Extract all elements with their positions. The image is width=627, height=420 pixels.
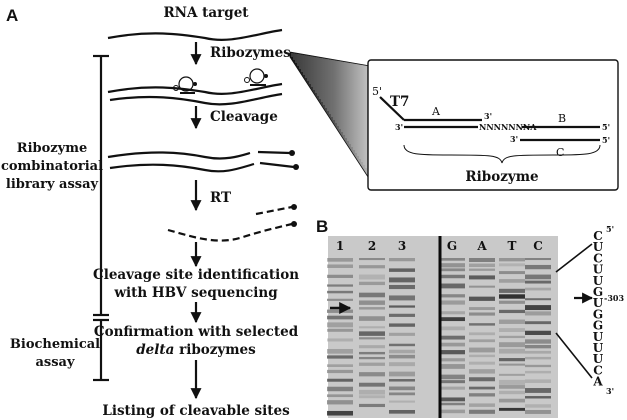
cdna-end-dot (291, 204, 297, 210)
rna-with-ribozymes-upper (107, 82, 283, 95)
panel-b-label: B (316, 217, 328, 236)
cleaved-fragment-upper (257, 150, 291, 155)
fragment-end-dot (293, 164, 299, 170)
identification-label-line2: with HBV sequencing (113, 285, 278, 301)
cleaved-strand-lower (109, 162, 255, 173)
strand-c-3prime: 3' (510, 134, 518, 144)
sequence-base: G (593, 285, 603, 299)
confirmation-label-line2: delta ribozymes (136, 342, 256, 358)
sequence-callout-top (555, 243, 593, 273)
ribozyme-construct-inset: 5' T7 A 3' 3' NNNNNNNA B 5' 3' C 5' Ribo… (367, 59, 619, 191)
strand-c-5prime: 5' (602, 135, 610, 145)
sequence-3prime: 3' (606, 386, 614, 396)
ribozymes-label: Ribozymes (210, 45, 291, 61)
t7-5prime-label: 5' (372, 85, 382, 98)
sequence-base: U (593, 352, 604, 366)
sequence-base: G (593, 307, 603, 321)
sequencing-gel (327, 236, 558, 418)
combinatorial-label-line2: combinatorial (1, 159, 103, 174)
combinatorial-label-line3: library assay (6, 177, 99, 192)
cdna-lower (167, 222, 293, 242)
identification-label-line1: Cleavage site identification (93, 267, 299, 283)
delta-word: delta (136, 342, 174, 358)
bound-ribozyme-icon (173, 76, 197, 94)
cleavage-label: Cleavage (210, 109, 278, 125)
cdna-upper (255, 205, 293, 216)
sequence-base: C (593, 229, 603, 243)
strand-a-label: A (431, 105, 441, 118)
gel-lane-label: 3 (398, 239, 406, 253)
gel-lane-label: 1 (336, 239, 344, 253)
strand-b-5prime: 5' (602, 122, 610, 132)
biochemical-bracket (93, 318, 109, 382)
linker-sequence: NNNNNNNA (479, 122, 537, 132)
gel-lane-label: A (476, 239, 487, 253)
sequence-callout-bottom (555, 332, 593, 379)
rna-with-ribozymes-lower (109, 92, 283, 106)
sequence-5prime: 5' (606, 224, 614, 234)
t7-promoter-strand (379, 96, 405, 121)
gel-lane-labels: 1 2 3 G A T C (336, 239, 543, 253)
listing-label: Listing of cleavable sites (102, 403, 290, 419)
cleaved-strand-upper (107, 151, 251, 160)
fragment-end-dot (289, 150, 295, 156)
confirmation-label-line1: Confirmation with selected (94, 324, 299, 340)
strand-b-label: B (558, 112, 566, 125)
t7-label: T7 (390, 94, 409, 110)
combinatorial-bracket (93, 54, 109, 317)
sequence-base: U (593, 330, 604, 344)
gel-lane-label: T (508, 239, 517, 253)
sequence-base: U (593, 240, 604, 254)
combinatorial-label-line1: Ribozyme (17, 141, 87, 156)
sequence-base: C (593, 251, 603, 265)
cleaved-fragment-lower (259, 161, 295, 169)
sequence-base: G (593, 319, 603, 333)
rna-target-label: RNA target (163, 5, 249, 21)
site-303-label: -303 (604, 293, 624, 303)
rt-label: RT (210, 190, 231, 206)
biochemical-label-line1: Biochemical (10, 337, 100, 352)
free-ribozyme-icon (244, 68, 268, 86)
gel-lane-label: G (447, 239, 457, 253)
biochemical-label-line2: assay (35, 355, 74, 370)
gel-lane-label: 2 (368, 239, 376, 253)
gel-lane-label: C (533, 239, 543, 253)
sequence-base: U (593, 274, 604, 288)
cdna-end-dot (291, 221, 297, 227)
ribozyme-brace (403, 144, 601, 164)
rna-strand (107, 28, 283, 41)
lower-left-3prime: 3' (395, 122, 403, 132)
sequence-base: U (593, 263, 604, 277)
sequence-base: U (593, 296, 604, 310)
library-fan-graphic (289, 51, 371, 182)
sequence-base: U (593, 341, 604, 355)
strand-c-label: C (556, 146, 564, 159)
strand-a-3prime: 3' (484, 111, 492, 121)
sequence-base: A (592, 375, 603, 389)
sequence-base: C (593, 363, 603, 377)
ribozyme-label: Ribozyme (465, 169, 538, 185)
panel-a-label: A (6, 6, 18, 25)
ribozymes-word: ribozymes (174, 342, 256, 358)
